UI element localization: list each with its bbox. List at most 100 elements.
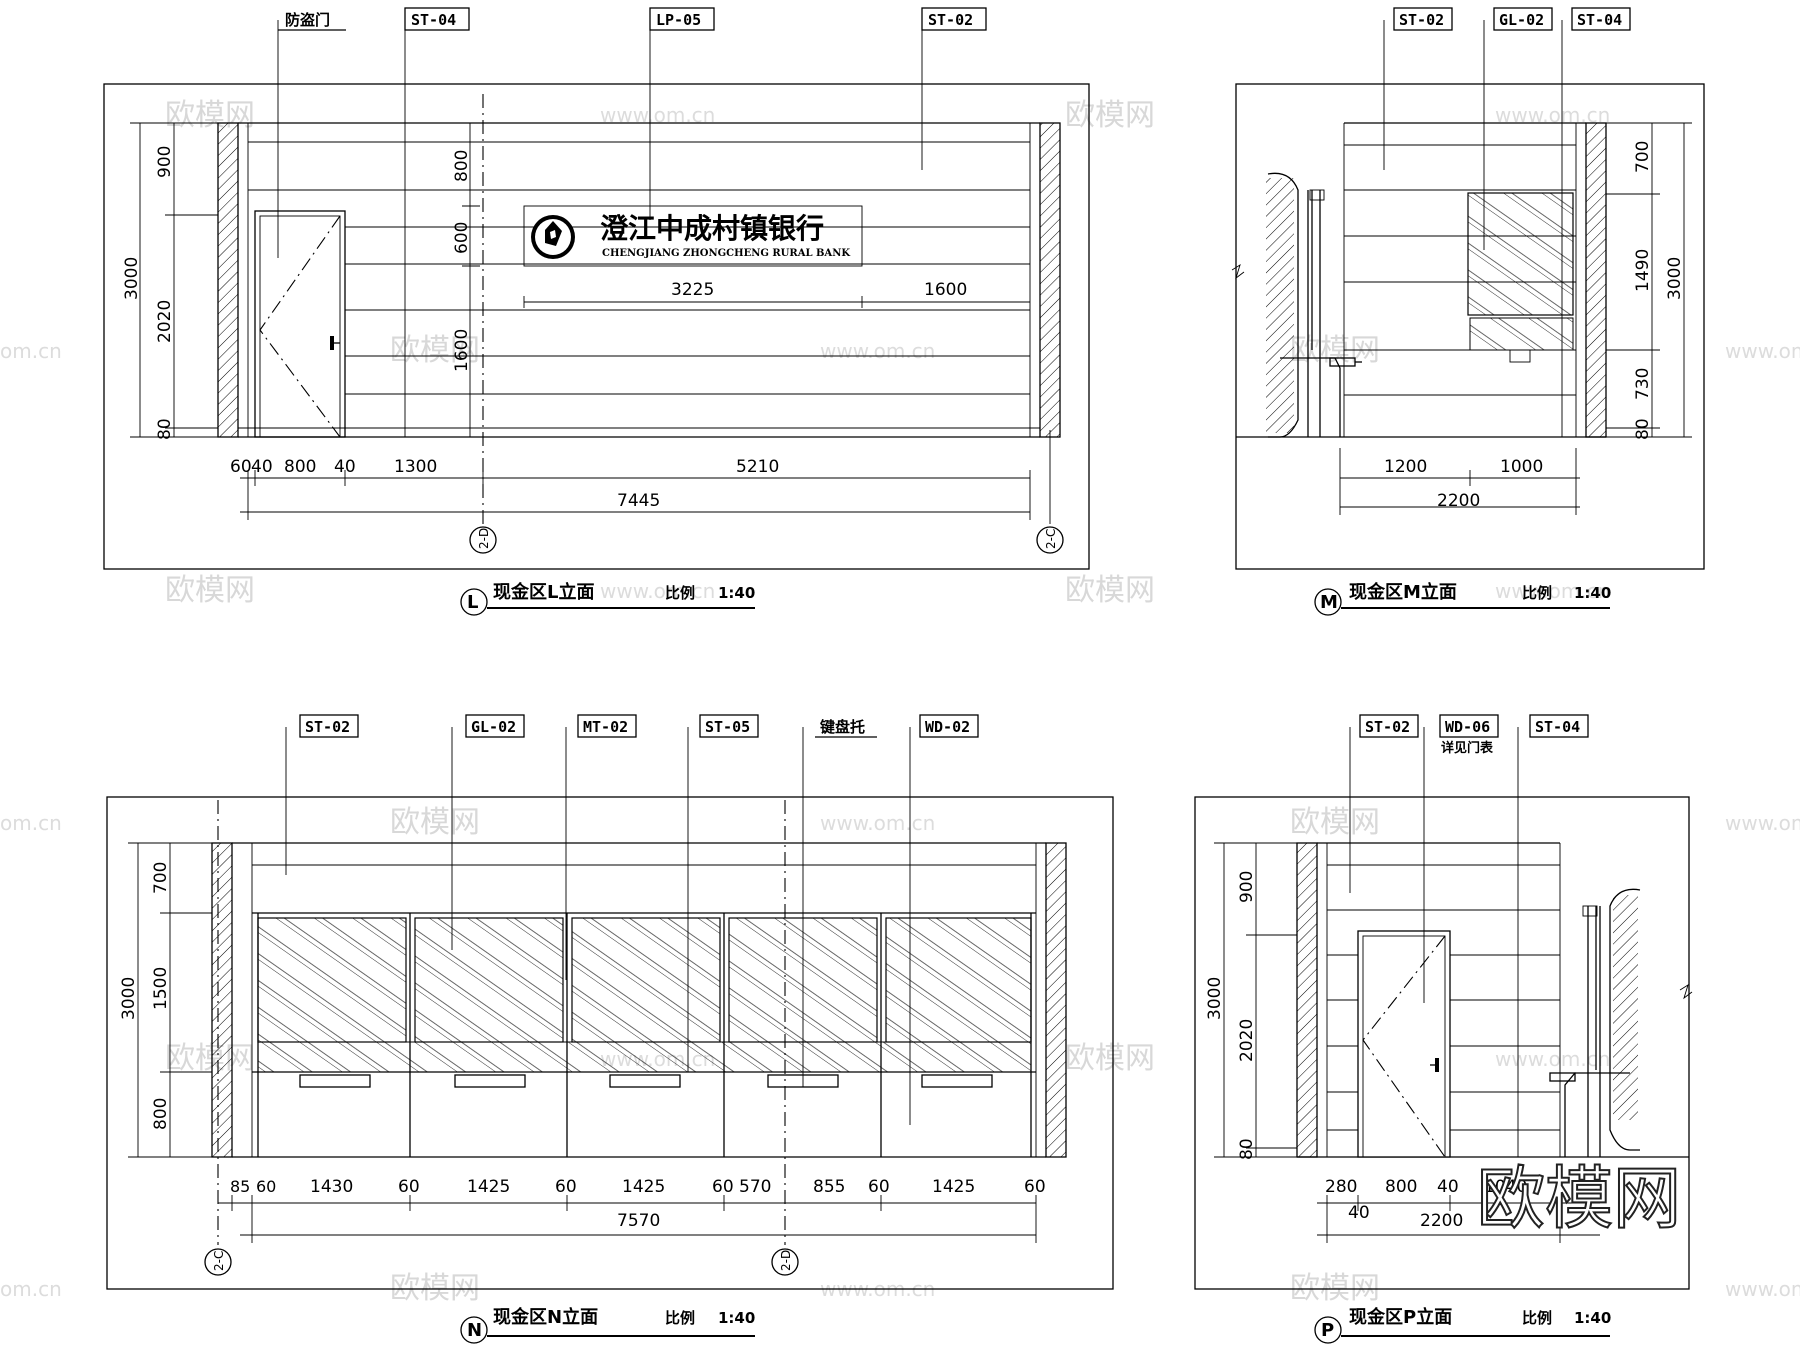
dim-900: 900: [1237, 871, 1257, 903]
dim-7570: 7570: [617, 1211, 660, 1231]
dim-80: 80: [1633, 418, 1653, 440]
view-circle-n: N: [467, 1320, 482, 1341]
dim-60: 60: [712, 1177, 734, 1197]
elevation-p: ST-02 WD-06 ST-04 详见门表 900 2020 80 3000 …: [1194, 714, 1693, 1344]
dim-40: 40: [251, 457, 273, 477]
watermark-text: 欧模网: [1065, 98, 1155, 133]
callout-st04: ST-04: [1535, 718, 1580, 736]
dim-855: 855: [813, 1177, 845, 1197]
dim-800b: 800: [284, 457, 316, 477]
elevation-n: 2-C 2-D ST-02 GL-02 MT-02 ST-05 键盘托 WD-0…: [106, 714, 1114, 1344]
dim-7445: 7445: [617, 491, 660, 511]
dim-60: 60: [1024, 1177, 1046, 1197]
watermark-text: www.om.cn: [820, 339, 935, 363]
dim-40: 40: [1437, 1177, 1459, 1197]
view-circle-l: L: [467, 592, 478, 613]
grid-label-2d: 2-D: [779, 1250, 793, 1271]
dim-700: 700: [1633, 141, 1653, 173]
watermark-text: 欧模网: [1065, 573, 1155, 608]
view-title-n: 现金区N立面: [493, 1306, 598, 1328]
watermark-text: om.cn: [0, 811, 62, 835]
callout-door-note: 详见门表: [1441, 740, 1494, 756]
callout-st02: ST-02: [1365, 718, 1410, 736]
elevation-l: 澄江中成村镇银行 CHENGJIANG ZHONGCHENG RURAL BAN…: [103, 7, 1090, 616]
dim-730: 730: [1633, 368, 1653, 400]
dim-85: 85: [230, 1177, 250, 1196]
dim-60: 60: [868, 1177, 890, 1197]
dim-2200: 2200: [1420, 1211, 1463, 1231]
dim-280: 280: [1325, 1177, 1357, 1197]
dim-3000: 3000: [1665, 257, 1685, 300]
watermark-text: 欧模网: [165, 1041, 255, 1076]
dim-3000: 3000: [122, 257, 142, 300]
dim-570: 570: [739, 1177, 771, 1197]
dim-1040: 1040: [1484, 1177, 1527, 1197]
watermark-text: om.cn: [0, 339, 62, 363]
dim-800: 800: [151, 1098, 171, 1130]
dim-60: 60: [555, 1177, 577, 1197]
view-title-p: 现金区P立面: [1349, 1306, 1452, 1328]
dim-3000: 3000: [119, 977, 139, 1020]
watermark-text: 欧模网: [1065, 1041, 1155, 1076]
dim-800: 800: [1385, 1177, 1417, 1197]
callout-mt02: MT-02: [583, 718, 628, 736]
bank-sign: 澄江中成村镇银行 CHENGJIANG ZHONGCHENG RURAL BAN…: [523, 205, 863, 267]
callout-wd02: WD-02: [925, 718, 970, 736]
scale-l: 1:40: [718, 584, 755, 602]
callout-gl02: GL-02: [1499, 11, 1544, 29]
callout-wd06: WD-06: [1445, 718, 1490, 736]
dim-1425: 1425: [932, 1177, 975, 1197]
watermark-text: www.om.cn: [600, 579, 715, 603]
elevation-m: ST-02 GL-02 ST-04 700 1490 730 80 3000 1…: [1231, 7, 1705, 616]
dim-3225: 3225: [671, 280, 714, 300]
view-circle-m: M: [1320, 592, 1338, 613]
watermark-text: www.om.cn: [1495, 579, 1610, 603]
dim-700: 700: [151, 862, 171, 894]
callout-lp05: LP-05: [656, 11, 701, 29]
brand-watermark: 欧模网: [1477, 1160, 1681, 1239]
scale-m: 1:40: [1574, 584, 1611, 602]
dim-1500: 1500: [151, 967, 171, 1010]
dim-80: 80: [1237, 1138, 1257, 1160]
wall-hatch-left: [217, 122, 239, 438]
dim-60: 60: [230, 457, 252, 477]
grid-label-2c: 2-C: [1044, 529, 1058, 549]
frame-p: [1194, 796, 1690, 1290]
watermark-text: om.cn: [0, 1277, 62, 1301]
dim-60: 60: [398, 1177, 420, 1197]
scale-label-l: 比例: [665, 584, 695, 602]
dim-1600b: 1600: [924, 280, 967, 300]
watermark-text: www.om.cn: [1725, 811, 1800, 835]
callout-st02: ST-02: [928, 11, 973, 29]
watermark-text: www.om.cn: [820, 811, 935, 835]
dim-1425: 1425: [622, 1177, 665, 1197]
dim-1200: 1200: [1384, 457, 1427, 477]
dim-800: 800: [452, 150, 472, 182]
bank-name-cn: 澄江中成村镇银行: [600, 212, 824, 245]
dim-5210: 5210: [736, 457, 779, 477]
view-title-l: 现金区L立面: [493, 581, 594, 603]
scale-label-p: 比例: [1522, 1309, 1552, 1327]
callout-security-door: 防盗门: [285, 11, 330, 29]
watermark-text: 欧模网: [1290, 805, 1380, 840]
dim-60: 60: [256, 1177, 276, 1196]
callout-st05: ST-05: [705, 718, 750, 736]
watermark-text: www.om.cn: [1725, 339, 1800, 363]
frame-l: [103, 83, 1090, 570]
grid-label-2d: 2-D: [477, 528, 491, 549]
dim-1600: 1600: [452, 329, 472, 372]
dim-80: 80: [155, 418, 175, 440]
dim-1490: 1490: [1633, 249, 1653, 292]
frame-m: [1235, 83, 1705, 570]
dim-2020: 2020: [1237, 1019, 1257, 1062]
callout-st04: ST-04: [1577, 11, 1622, 29]
view-title-m: 现金区M立面: [1349, 581, 1457, 603]
dim-2200: 2200: [1437, 491, 1480, 511]
callout-st02: ST-02: [305, 718, 350, 736]
teller-windows: [257, 917, 1032, 1073]
watermark-text: 欧模网: [165, 573, 255, 608]
callout-st02: ST-02: [1399, 11, 1444, 29]
grid-label-2c: 2-C: [212, 1251, 226, 1271]
dim-3000: 3000: [1205, 977, 1225, 1020]
